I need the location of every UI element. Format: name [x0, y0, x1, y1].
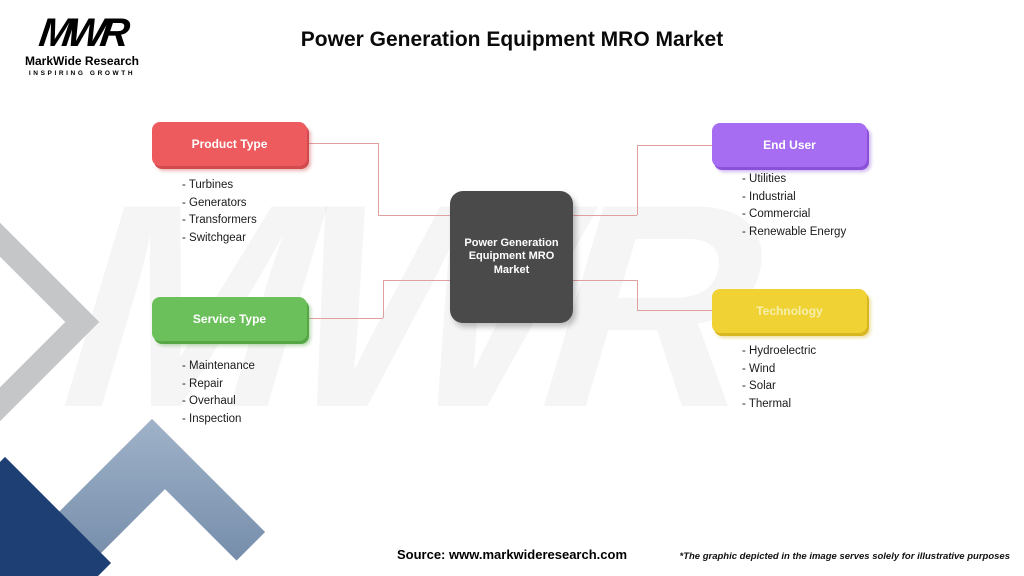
connector-product-v — [378, 143, 379, 215]
category-label: Service Type — [192, 312, 267, 326]
list-item: - Wind — [742, 362, 776, 375]
category-box-end-user: End User — [712, 123, 867, 167]
markwide-logo: MWR MarkWide Research INSPIRING GROWTH — [22, 11, 142, 77]
list-item: - Switchgear — [182, 231, 246, 244]
list-item: - Maintenance — [182, 360, 255, 372]
category-list-service-type: - Maintenance - Repair - Overhaul - Inspect… — [182, 358, 255, 428]
source-line: Source: www.markwideresearch.com — [0, 547, 1024, 562]
connector-technology-h1 — [637, 310, 712, 311]
connector-technology-h2 — [573, 280, 637, 281]
source-label: Source: — [396, 547, 446, 562]
connector-product-h1 — [307, 143, 378, 144]
list-item: - Overhaul — [182, 395, 236, 407]
list-item: - Generators — [182, 196, 247, 209]
list-item: - Hydroelectric — [742, 345, 817, 357]
category-list-technology: - Hydroelectric - Wind - Solar - Thermal — [742, 343, 816, 413]
connector-service-h1 — [298, 318, 383, 319]
category-box-product-type: Product Type — [152, 122, 307, 166]
category-box-service-type: Service Type — [152, 297, 307, 341]
logo-tagline: INSPIRING GROWTH — [28, 70, 136, 77]
category-label: Technology — [756, 304, 823, 318]
page-title: Power Generation Equipment MRO Market — [300, 28, 724, 51]
list-item: - Solar — [742, 380, 776, 392]
list-item: - Utilities — [742, 173, 787, 185]
list-item: - Thermal — [742, 397, 791, 410]
connector-enduser-h2 — [573, 215, 637, 216]
connector-service-v — [383, 280, 384, 318]
connector-service-h2 — [383, 280, 450, 281]
category-list-end-user: - Utilities - Industrial - Commercial - Ren… — [742, 171, 846, 241]
center-node-label: Power Generation Equipment MRO Market — [464, 236, 559, 276]
list-item: - Transformers — [182, 214, 257, 226]
connector-enduser-v — [637, 145, 638, 215]
center-node: Power Generation Equipment MRO Market — [450, 191, 573, 323]
disclaimer-text: *The graphic depicted in the image serve… — [679, 551, 1011, 562]
list-item: - Renewable Energy — [742, 225, 847, 238]
category-box-technology: Technology — [712, 289, 867, 333]
list-item: - Industrial — [742, 190, 796, 203]
list-item: - Commercial — [742, 208, 811, 220]
category-list-product-type: - Turbines - Generators - Transformers - Sw… — [182, 177, 257, 247]
connector-product-h2 — [378, 215, 450, 216]
list-item: - Repair — [182, 377, 223, 390]
connector-technology-v — [637, 280, 638, 310]
connector-enduser-h1 — [637, 145, 712, 146]
category-label: End User — [763, 138, 816, 152]
category-label: Product Type — [191, 137, 268, 151]
logo-name: MarkWide Research — [25, 54, 139, 68]
list-item: - Turbines — [182, 179, 234, 191]
list-item: - Inspection — [182, 412, 242, 425]
source-url: www.markwideresearch.com — [449, 547, 628, 562]
